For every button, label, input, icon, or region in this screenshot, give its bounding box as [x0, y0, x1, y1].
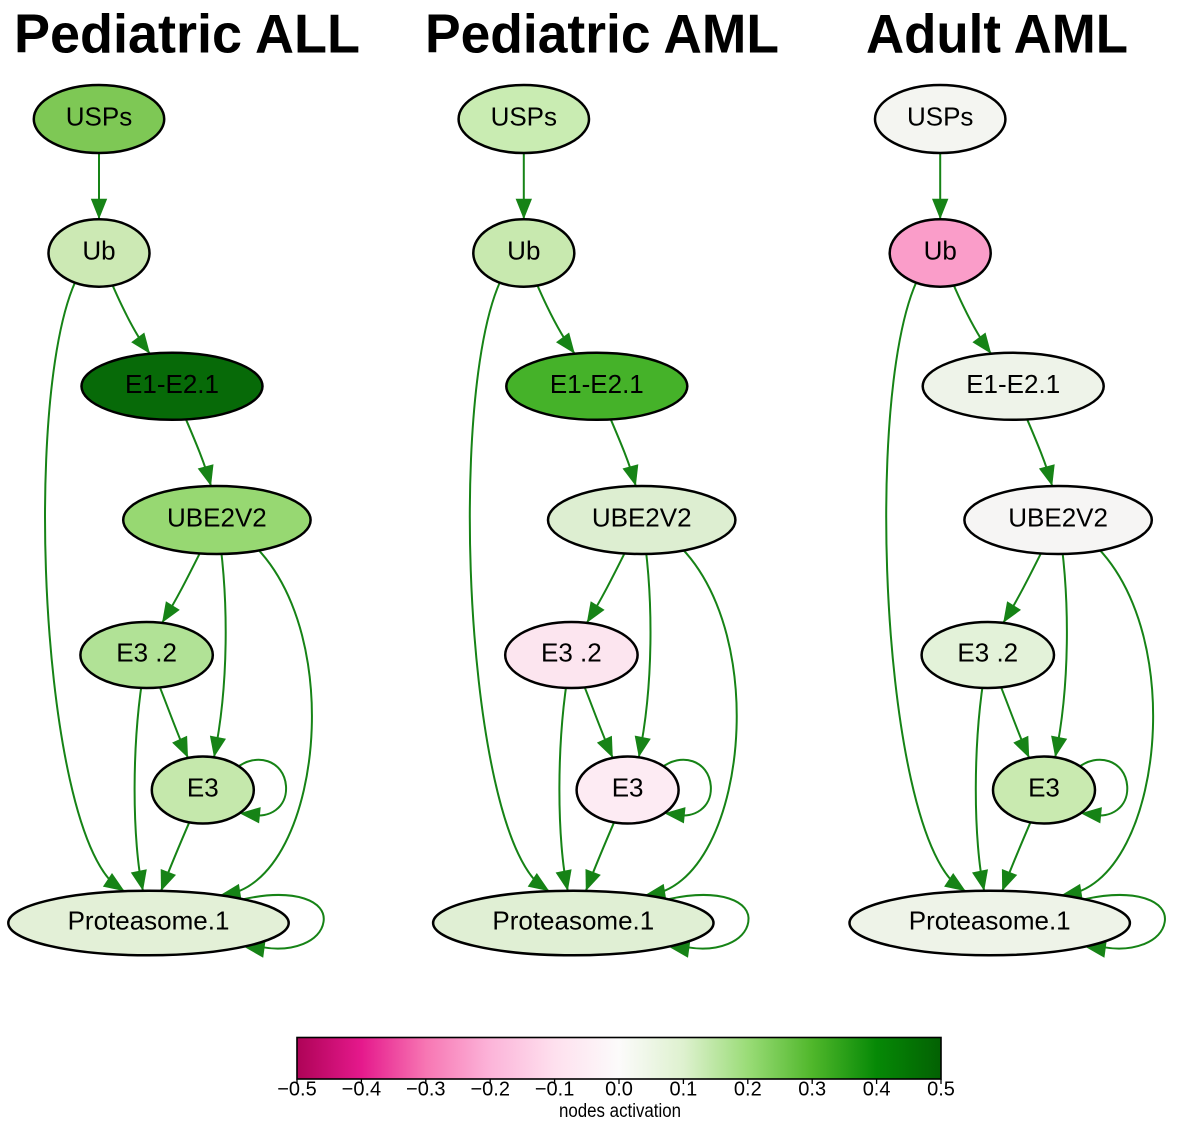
- svg-text:E3: E3: [1028, 773, 1060, 803]
- svg-text:E3 .2: E3 .2: [957, 638, 1018, 668]
- svg-text:Ub: Ub: [82, 236, 115, 266]
- svg-text:USPs: USPs: [66, 102, 132, 132]
- svg-text:E1-E2.1: E1-E2.1: [125, 369, 219, 399]
- svg-text:USPs: USPs: [491, 102, 557, 132]
- svg-text:nodes activation: nodes activation: [559, 1101, 681, 1122]
- svg-text:E3 .2: E3 .2: [541, 638, 602, 668]
- svg-text:0.5: 0.5: [927, 1079, 955, 1101]
- svg-text:Pediatric AML: Pediatric AML: [425, 3, 779, 65]
- svg-text:Adult AML: Adult AML: [866, 3, 1128, 65]
- svg-text:0.1: 0.1: [669, 1079, 697, 1101]
- svg-text:UBE2V2: UBE2V2: [167, 503, 267, 533]
- svg-text:UBE2V2: UBE2V2: [592, 503, 692, 533]
- svg-text:−0.3: −0.3: [406, 1079, 445, 1101]
- svg-text:0.4: 0.4: [863, 1079, 891, 1101]
- svg-text:USPs: USPs: [907, 102, 973, 132]
- svg-text:Ub: Ub: [924, 236, 957, 266]
- svg-text:Pediatric ALL: Pediatric ALL: [14, 3, 360, 65]
- svg-text:E3: E3: [612, 773, 644, 803]
- svg-text:Proteasome.1: Proteasome.1: [909, 906, 1071, 936]
- svg-text:E1-E2.1: E1-E2.1: [550, 369, 644, 399]
- svg-text:UBE2V2: UBE2V2: [1008, 503, 1108, 533]
- svg-text:0.3: 0.3: [798, 1079, 826, 1101]
- svg-text:−0.2: −0.2: [470, 1079, 509, 1101]
- svg-text:−0.1: −0.1: [535, 1079, 574, 1101]
- svg-text:−0.4: −0.4: [342, 1079, 381, 1101]
- svg-text:E3: E3: [187, 773, 219, 803]
- svg-text:0.0: 0.0: [605, 1079, 633, 1101]
- svg-text:Proteasome.1: Proteasome.1: [68, 906, 230, 936]
- svg-text:E3 .2: E3 .2: [116, 638, 177, 668]
- svg-text:Ub: Ub: [507, 236, 540, 266]
- svg-text:−0.5: −0.5: [277, 1079, 316, 1101]
- svg-text:Proteasome.1: Proteasome.1: [492, 906, 654, 936]
- svg-text:E1-E2.1: E1-E2.1: [966, 369, 1060, 399]
- svg-text:0.2: 0.2: [734, 1079, 762, 1101]
